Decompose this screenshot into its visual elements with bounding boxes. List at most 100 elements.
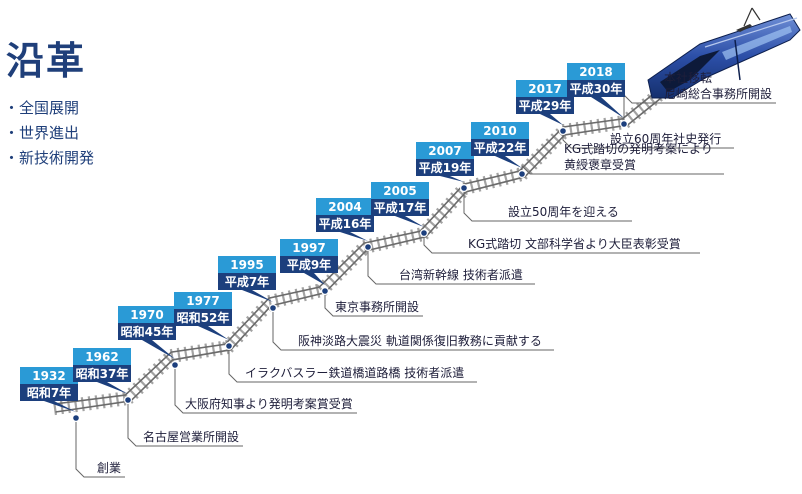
event-text: 尼崎総合事務所開設 bbox=[664, 86, 772, 101]
era-label: 平成16年 bbox=[319, 216, 372, 231]
event-text: 台湾新幹線 技術者派遣 bbox=[399, 267, 523, 282]
timeline-dot bbox=[364, 243, 373, 252]
event-label: イラクバスラー鉄道橋道路橋 技術者派遣 bbox=[245, 365, 464, 380]
year-badge: 2010 平成22年 bbox=[471, 122, 529, 168]
badge-pointer bbox=[340, 232, 368, 241]
event-label: 創業 bbox=[97, 461, 121, 475]
year-label: 2017 bbox=[528, 82, 561, 96]
year-badge-top bbox=[174, 292, 232, 309]
badge-pointer bbox=[440, 176, 464, 182]
railway-track bbox=[52, 80, 676, 416]
era-badge-bottom bbox=[371, 199, 429, 216]
year-label: 2007 bbox=[428, 144, 461, 158]
year-badge: 1995 平成7年 bbox=[218, 256, 276, 302]
year-label: 1970 bbox=[130, 308, 163, 322]
era-label: 昭和37年 bbox=[76, 366, 129, 381]
year-badge-top bbox=[218, 256, 276, 273]
year-badge-top bbox=[516, 80, 574, 97]
timeline-dot bbox=[321, 287, 330, 296]
year-badge-top bbox=[280, 239, 338, 256]
badge-pointer bbox=[242, 290, 273, 302]
leader-line bbox=[423, 233, 700, 254]
badge-pointer bbox=[198, 326, 229, 340]
event-text: KG式踏切 文部科学省より大臣表彰受賞 bbox=[468, 236, 681, 251]
event-text: 設立60周年社史発行 bbox=[610, 131, 721, 146]
era-label: 平成29年 bbox=[519, 98, 572, 113]
era-label: 平成30年 bbox=[570, 81, 623, 96]
event-text: イラクバスラー鉄道橋道路橋 技術者派遣 bbox=[245, 365, 464, 380]
bullet-list: ・全国展開 ・世界進出 ・新技術開発 bbox=[4, 96, 94, 171]
year-badge-top bbox=[20, 367, 78, 384]
leader-line bbox=[272, 308, 554, 351]
timeline-dot bbox=[269, 304, 278, 313]
event-text: KG式踏切の発明考案により bbox=[564, 141, 713, 156]
train-illustration bbox=[647, 7, 801, 99]
era-badge-bottom bbox=[416, 159, 474, 176]
timeline-dot bbox=[420, 229, 429, 238]
badge-pointer bbox=[540, 114, 563, 125]
era-label: 昭和45年 bbox=[121, 324, 174, 339]
era-label: 平成9年 bbox=[287, 257, 331, 272]
event-text: 黄綬褒章受賞 bbox=[564, 157, 636, 172]
leader-line bbox=[228, 346, 477, 383]
year-badge: 2004 平成16年 bbox=[316, 198, 374, 241]
year-badge-top bbox=[73, 348, 131, 365]
timeline-dot bbox=[460, 184, 469, 193]
era-label: 昭和7年 bbox=[27, 385, 71, 400]
event-text: 東京事務所開設 bbox=[335, 299, 419, 314]
era-label: 平成22年 bbox=[474, 140, 527, 155]
year-badge-top bbox=[416, 142, 474, 159]
era-badge-bottom bbox=[471, 139, 529, 156]
timeline-dot bbox=[123, 396, 132, 405]
event-text: 阪神淡路大震災 軌道関係復旧教務に貢献する bbox=[298, 333, 542, 348]
year-badge-top bbox=[316, 198, 374, 215]
era-label: 平成7年 bbox=[225, 274, 269, 289]
event-text: 名古屋営業所開設 bbox=[143, 429, 239, 444]
bullet-item: ・世界進出 bbox=[4, 124, 80, 142]
event-label: 設立60周年社史発行 bbox=[610, 131, 721, 146]
era-badge-bottom bbox=[280, 256, 338, 273]
year-label: 1995 bbox=[230, 258, 263, 272]
era-badge-bottom bbox=[20, 384, 78, 401]
leader-line bbox=[367, 247, 535, 285]
year-badge: 2005 平成17年 bbox=[371, 182, 429, 227]
era-badge-bottom bbox=[516, 97, 574, 114]
year-label: 2005 bbox=[383, 184, 416, 198]
year-badge-top bbox=[471, 122, 529, 139]
badge-pointer bbox=[142, 340, 175, 359]
leader-line bbox=[75, 418, 125, 478]
era-badge-bottom bbox=[174, 309, 232, 326]
event-text: 設立50周年を迎える bbox=[508, 204, 619, 219]
year-badge: 2017 平成29年 bbox=[516, 80, 574, 125]
leader-line bbox=[127, 400, 243, 447]
era-label: 平成17年 bbox=[374, 200, 427, 215]
year-badge: 2007 平成19年 bbox=[416, 142, 474, 182]
bullet-item: ・新技術開発 bbox=[4, 149, 95, 167]
event-label: 名古屋営業所開設 bbox=[143, 429, 239, 444]
year-label: 2004 bbox=[328, 200, 361, 214]
year-badge-top bbox=[118, 306, 176, 323]
badge-pointer bbox=[304, 273, 325, 285]
leader-line bbox=[324, 291, 423, 317]
year-badge-top bbox=[371, 182, 429, 199]
year-badge: 1970 昭和45年 bbox=[118, 306, 176, 359]
year-label: 1977 bbox=[186, 294, 219, 308]
leader-line bbox=[562, 131, 734, 149]
year-label: 2010 bbox=[483, 124, 516, 138]
era-label: 平成19年 bbox=[419, 160, 472, 175]
era-badge-bottom bbox=[567, 80, 625, 97]
leader-line bbox=[174, 365, 357, 414]
timeline-dot bbox=[225, 342, 234, 351]
event-text: 本社移転 bbox=[664, 70, 712, 85]
event-label: 東京事務所開設 bbox=[335, 299, 419, 314]
era-badge-bottom bbox=[118, 323, 176, 340]
event-text: 創業 bbox=[97, 461, 121, 475]
